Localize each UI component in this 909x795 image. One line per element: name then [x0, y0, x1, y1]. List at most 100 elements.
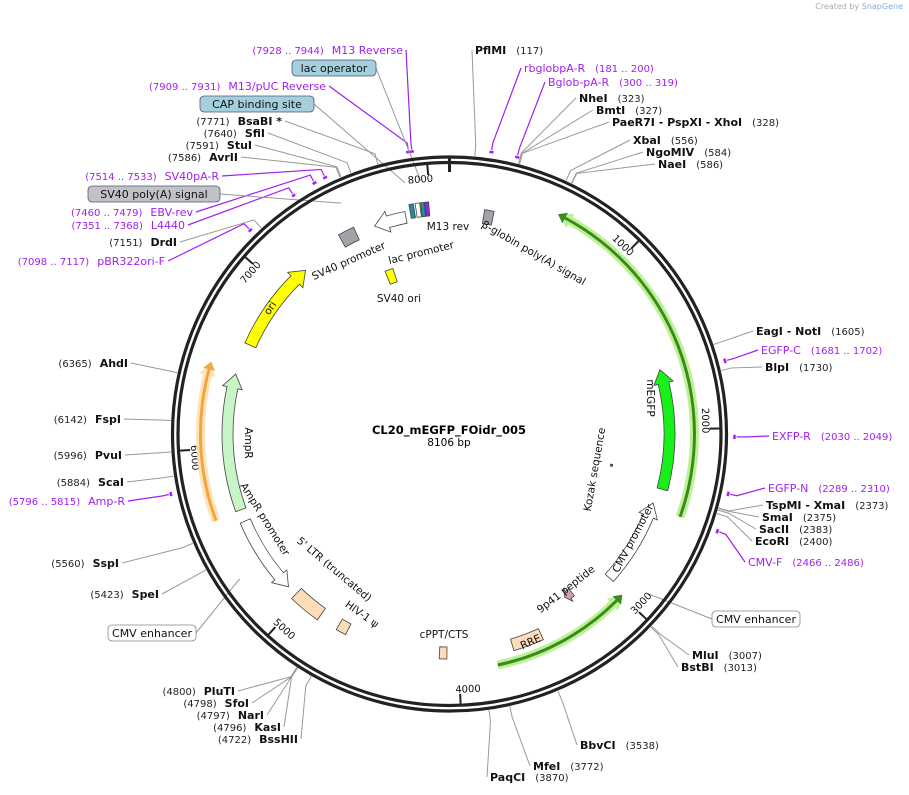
restriction-site-sspi[interactable]: (5560)SspI [51, 557, 119, 570]
primer-pbr322ori-f[interactable]: (7098 .. 7117)pBR322ori-F [18, 255, 165, 268]
primer-rbglobpa-r[interactable]: rbglobpA-R(181 .. 200) [524, 62, 654, 75]
feature--globin-poly-a-signal-arrow[interactable] [481, 209, 495, 226]
restriction-site-drdi[interactable]: (7151)DrdI [109, 236, 177, 249]
feature-kozak-sequence-arrow[interactable] [609, 463, 614, 467]
primer-arrow[interactable] [489, 150, 494, 154]
restriction-site-pvui[interactable]: (5996)PvuI [54, 449, 122, 462]
feature-label-box[interactable] [291, 59, 377, 77]
primer-exfp-r[interactable]: EXFP-R(2030 .. 2049) [772, 430, 892, 443]
restriction-site-bbvci[interactable]: BbvCI(3538) [580, 739, 659, 752]
restriction-site-spei[interactable]: (5423)SpeI [90, 588, 159, 601]
feature-ori-arrow[interactable] [244, 269, 306, 349]
feature-ampr-promoter-arrow[interactable] [239, 518, 289, 588]
label-sv40-promoter[interactable]: SV40 promoter [310, 239, 388, 282]
primer-arrow[interactable] [726, 491, 730, 497]
feature-arc-arrow[interactable] [337, 226, 360, 248]
restriction-site-kasi[interactable]: (4796)KasI [213, 721, 281, 734]
feature-arc-arrow[interactable] [558, 212, 696, 518]
feature-megfp-arrow[interactable] [653, 369, 676, 492]
feature-9p41-peptide-arrow[interactable] [563, 588, 575, 602]
feature-m13-rev-arrow[interactable] [424, 201, 431, 217]
restriction-site-avrii[interactable]: (7586)AvrII [168, 151, 238, 164]
primer-arrow[interactable] [514, 155, 520, 159]
restriction-site-pluti[interactable]: (4800)PluTI [162, 685, 235, 698]
primer-egfp-n[interactable]: EGFP-N(2289 .. 2310) [768, 482, 890, 495]
restriction-site-fspi[interactable]: (6142)FspI [54, 413, 121, 426]
primer-arrow[interactable] [247, 227, 253, 233]
feature-label-box[interactable] [107, 624, 197, 642]
feature-label-cap-binding-site[interactable]: CAP binding site [212, 98, 302, 111]
primer-arrow[interactable] [291, 193, 296, 198]
restriction-site-bsabi[interactable]: (7771)BsaBI * [196, 115, 282, 128]
feature-5-ltr-truncated--arrow[interactable] [291, 587, 327, 621]
restriction-site-sfoi[interactable]: (4798)SfoI [183, 697, 249, 710]
label-beta-globin-polya[interactable]: β-globin poly(A) signal [479, 219, 587, 288]
feature-lac-promoter-arrow[interactable] [408, 203, 416, 219]
restriction-site-bmti[interactable]: BmtI(327) [596, 104, 662, 117]
feature-arc-arrow[interactable] [420, 201, 427, 218]
primer-ebv-rev[interactable]: (7460 .. 7479)EBV-rev [71, 206, 193, 219]
restriction-site-bsshii[interactable]: (4722)BssHII [218, 733, 298, 746]
primer-sv40pa-r[interactable]: (7514 .. 7533)SV40pA-R [85, 170, 219, 183]
restriction-site-scai[interactable]: (5884)ScaI [57, 476, 124, 489]
restriction-site-nhei[interactable]: NheI(323) [579, 92, 645, 105]
primer-m13-reverse[interactable]: (7928 .. 7944)M13 Reverse [252, 44, 403, 57]
feature-label-sv40-poly-a-signal[interactable]: SV40 poly(A) signal [100, 188, 207, 201]
restriction-site-xbai[interactable]: XbaI(556) [633, 134, 698, 147]
restriction-site-mlui[interactable]: MluI(3007) [692, 649, 762, 662]
restriction-site-paer7i[interactable]: PaeR7I - PspXI - XhoI(328) [612, 116, 779, 129]
feature-label-box[interactable] [711, 610, 801, 628]
restriction-site-pflmi[interactable]: PflMI(117) [475, 44, 543, 57]
feature-arc-arrow[interactable] [198, 361, 218, 522]
primer-bglob-pa-r[interactable]: Bglob-pA-R(300 .. 319) [548, 76, 678, 89]
restriction-site-mfei[interactable]: MfeI(3772) [533, 760, 604, 773]
feature-label-box[interactable] [87, 185, 221, 203]
restriction-site-nari[interactable]: (4797)NarI [197, 709, 264, 722]
primer-arrow[interactable] [405, 150, 412, 154]
restriction-site-bstbi[interactable]: BstBI(3013) [681, 661, 757, 674]
primer-arrow[interactable] [312, 180, 317, 186]
restriction-site-sfii[interactable]: (7640)SfiI [204, 127, 265, 140]
label-cmv-promoter[interactable]: CMV promoter [610, 502, 656, 575]
primer-arrow[interactable] [723, 358, 727, 364]
restriction-site-eagi[interactable]: EagI - NotI(1605) [756, 325, 865, 338]
primer-arrow[interactable] [322, 175, 328, 180]
label-sv40-ori[interactable]: SV40 ori [377, 293, 421, 305]
primer-arrow[interactable] [715, 528, 720, 534]
feature-label-cmv-enhancer[interactable]: CMV enhancer [716, 613, 796, 626]
restriction-site-blpi[interactable]: BlpI(1730) [765, 361, 832, 374]
primer-arrow[interactable] [169, 491, 173, 497]
feature-arc-arrow[interactable] [414, 202, 422, 218]
label-ampr[interactable]: AmpR [242, 427, 254, 458]
label-lac-promoter[interactable]: lac promoter [387, 239, 456, 267]
primer-m13-puc-reverse[interactable]: (7909 .. 7931)M13/pUC Reverse [149, 80, 326, 93]
restriction-site-ngomiv[interactable]: NgoMIV(584) [646, 146, 731, 159]
restriction-site-naei[interactable]: NaeI(586) [658, 158, 723, 171]
restriction-site-sacii[interactable]: SacII(2383) [759, 523, 832, 536]
restriction-site-smai[interactable]: SmaI(2375) [762, 511, 836, 524]
feature-ampr-arrow[interactable] [221, 373, 247, 513]
feature-sv40-promoter-arrow[interactable] [373, 210, 408, 233]
feature-sv40-ori-arrow[interactable] [384, 267, 398, 285]
feature-label-cmv-enhancer[interactable]: CMV enhancer [112, 627, 192, 640]
label-m13-rev[interactable]: M13 rev [427, 221, 470, 233]
feature-label-lac-operator[interactable]: lac operator [301, 62, 368, 75]
label-9p41-peptide[interactable]: 9p41 peptide [535, 563, 598, 616]
restriction-site-tspmi[interactable]: TspMI - XmaI(2373) [766, 499, 889, 512]
feature-hiv-1--arrow[interactable] [335, 618, 352, 636]
restriction-site-ecori[interactable]: EcoRI(2400) [755, 535, 833, 548]
label-cppt-cts[interactable]: cPPT/CTS [420, 629, 469, 641]
feature-cmv-promoter-arrow[interactable] [604, 502, 658, 583]
restriction-site-stui[interactable]: (7591)StuI [186, 139, 252, 152]
feature-label-box[interactable] [199, 95, 315, 113]
feature-cppt-cts-arrow[interactable] [438, 646, 448, 660]
primer-cmv-f[interactable]: CMV-F(2466 .. 2486) [748, 556, 864, 569]
feature-rre-arrow[interactable] [510, 628, 544, 652]
label-kozak-sequence[interactable]: Kozak sequence [582, 427, 609, 513]
restriction-site-paqci[interactable]: PaqCI(3870) [490, 771, 569, 784]
primer-l4440[interactable]: (7351 .. 7368)L4440 [71, 219, 185, 232]
primer-amp-r[interactable]: (5796 .. 5815)Amp-R [9, 495, 126, 508]
label-mEGFP[interactable]: mEGFP [644, 379, 656, 416]
primer-egfp-c[interactable]: EGFP-C(1681 .. 1702) [761, 344, 882, 357]
restriction-site-ahdi[interactable]: (6365)AhdI [58, 357, 128, 370]
